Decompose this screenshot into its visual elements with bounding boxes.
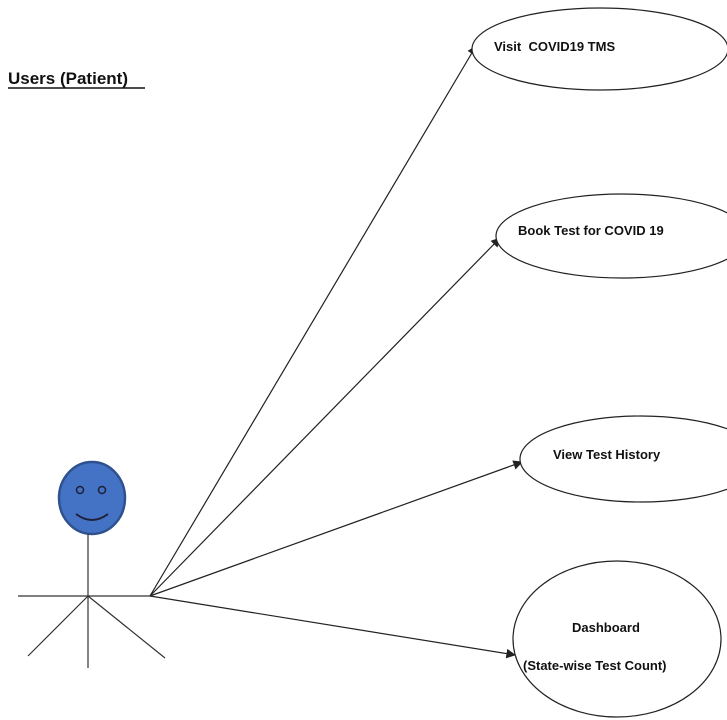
actor-face [75,485,109,521]
use-case-dashboard-sublabel: (State-wise Test Count) [523,658,667,673]
use-case-dashboard-ellipse [512,560,722,718]
use-case-view-history-label: View Test History [553,447,661,462]
use-case-view-history: View Test History [519,415,727,503]
use-case-dashboard-label: Dashboard [572,620,640,635]
use-case-book-test-label: Book Test for COVID 19 [518,223,664,238]
use-case-visit: Visit COVID19 TMS [471,7,727,91]
association-visit [149,45,477,597]
association-view-history [149,460,523,597]
actor-right-leg [87,595,166,659]
association-dashboard [149,595,516,659]
use-case-view-history-ellipse [519,415,727,503]
association-book-test [149,237,501,597]
actor-smile [75,513,109,521]
actor-right-eye [97,485,107,495]
use-case-book-test-ellipse [495,193,727,279]
use-case-visit-label: Visit COVID19 TMS [494,39,615,54]
use-case-book-test: Book Test for COVID 19 [495,193,727,279]
actor-left-eye [75,485,85,495]
use-case-dashboard: Dashboard (State-wise Test Count) [512,560,722,718]
actor-stick-figure [18,460,166,668]
actor-title: Users (Patient) [8,69,128,88]
use-case-visit-ellipse [471,7,727,91]
actor-left-leg [27,595,89,657]
actor-head [57,460,127,536]
associations [149,45,523,659]
